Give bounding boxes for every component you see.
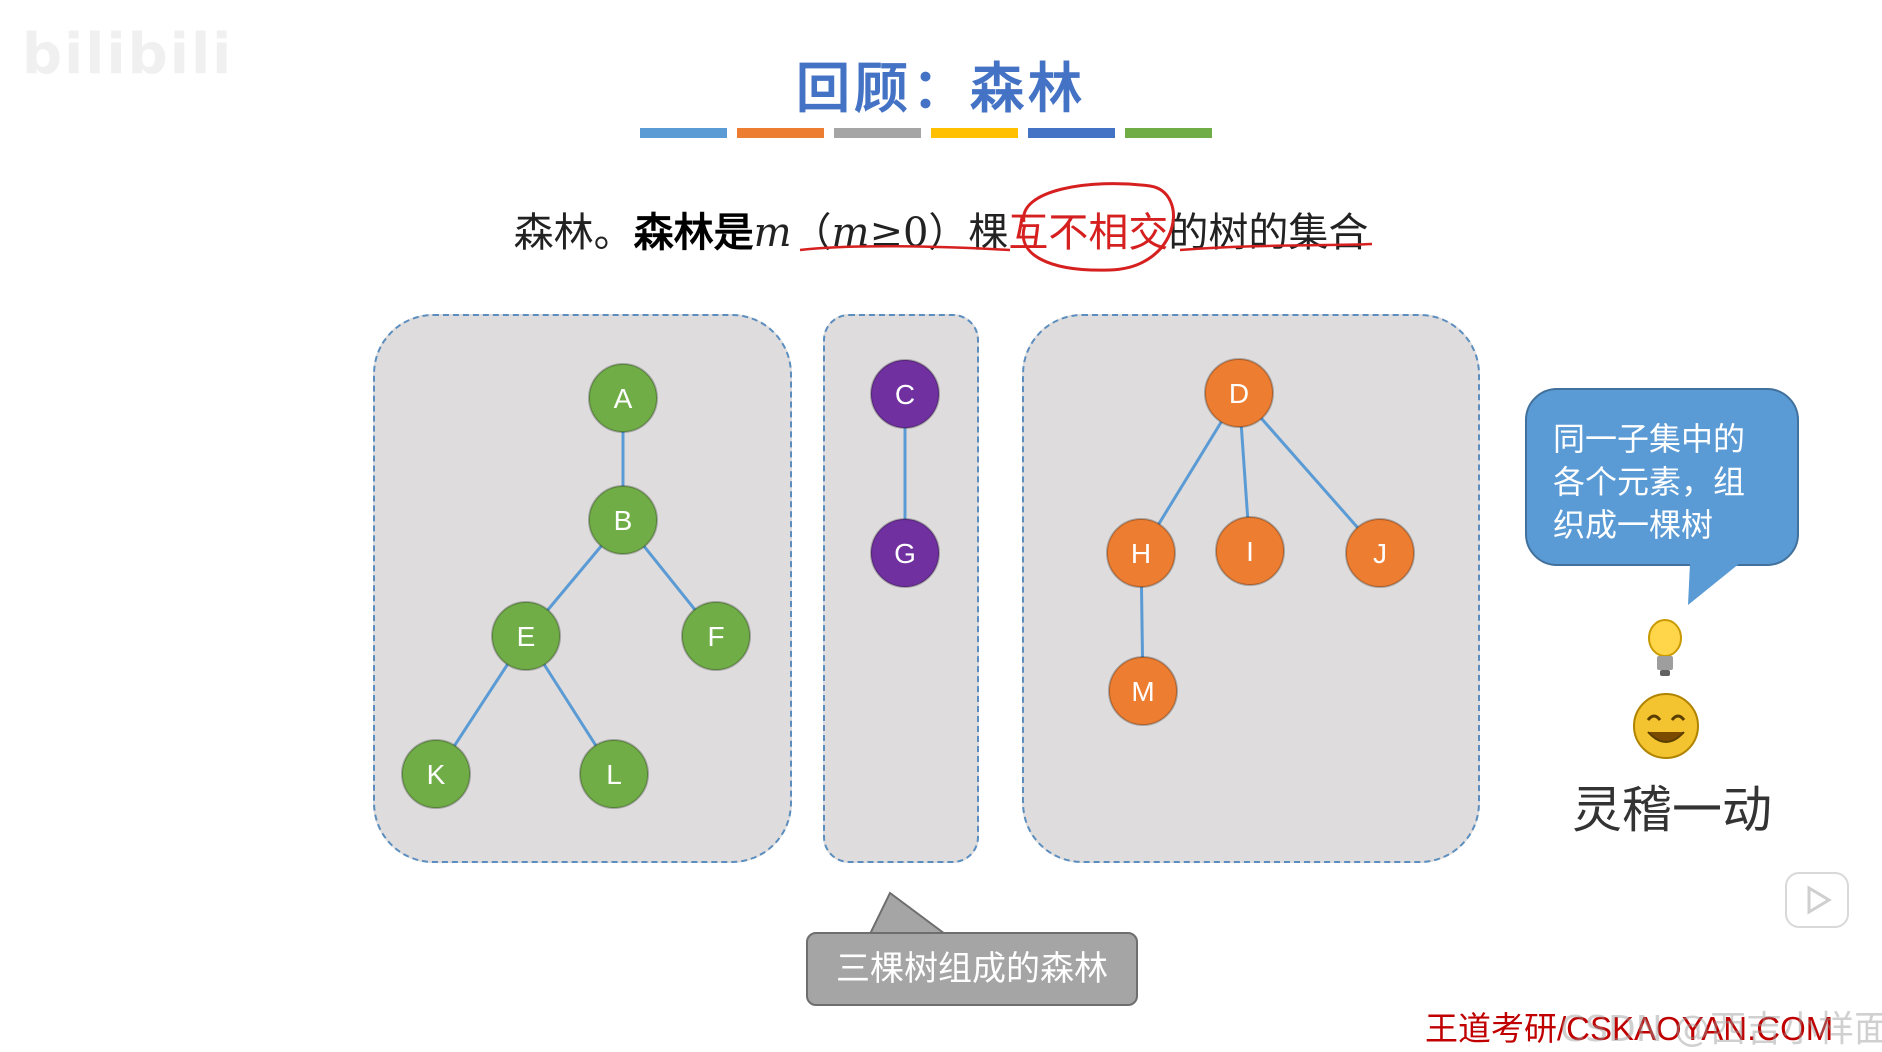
tree-node-e: E bbox=[491, 601, 561, 671]
tree-node-i: I bbox=[1215, 516, 1285, 586]
color-bar-yellow bbox=[931, 128, 1018, 138]
definition-term: 森林 bbox=[633, 209, 714, 256]
tree-node-b: B bbox=[588, 485, 658, 555]
tree-node-label-e: E bbox=[517, 621, 536, 652]
definition-lead: 森林。 bbox=[513, 210, 634, 256]
play-button[interactable] bbox=[1785, 872, 1849, 928]
tree-edge-d-j bbox=[1237, 392, 1382, 554]
tree-node-j: J bbox=[1345, 518, 1415, 588]
tree-node-f: F bbox=[681, 601, 751, 671]
tree-node-label-k: K bbox=[427, 759, 446, 790]
lightbulb-icon bbox=[1648, 619, 1682, 676]
tree-node-k: K bbox=[401, 739, 471, 809]
tree-node-label-c: C bbox=[895, 379, 915, 410]
callout-line-3: 织成一棵树 bbox=[1553, 506, 1714, 544]
tree-node-label-l: L bbox=[606, 759, 622, 790]
play-icon bbox=[1807, 885, 1832, 915]
slide-title: 回顾：森林 bbox=[796, 57, 1086, 120]
color-bar-darkblue bbox=[1028, 128, 1115, 138]
tree-node-label-j: J bbox=[1373, 538, 1387, 569]
tree-node-d: D bbox=[1204, 358, 1274, 428]
tree-node-label-f: F bbox=[707, 621, 724, 652]
definition-is: 是 bbox=[713, 209, 754, 256]
tree-node-label-h: H bbox=[1131, 538, 1151, 569]
tree-node-m: M bbox=[1108, 656, 1178, 726]
tree-node-label-b: B bbox=[614, 505, 633, 536]
csdn-watermark: CSDN @西吉小样面 bbox=[1560, 1009, 1882, 1050]
tree-node-label-m: M bbox=[1131, 676, 1154, 707]
emoji-caption: 灵稽一动 bbox=[1572, 781, 1772, 839]
tree-node-h: H bbox=[1106, 518, 1176, 588]
footer-brand: 王道考研/CSKAOYAN.COM bbox=[1425, 1010, 1834, 1047]
color-bar-green bbox=[1125, 128, 1212, 138]
tree-node-c: C bbox=[870, 359, 940, 429]
color-bar-orange bbox=[737, 128, 824, 138]
tree-node-g: G bbox=[870, 518, 940, 588]
color-bar-blue bbox=[640, 128, 727, 138]
tree-node-label-i: I bbox=[1246, 536, 1254, 567]
tree-node-label-a: A bbox=[614, 383, 633, 414]
callout-bubble: 同一子集中的 各个元素，组 织成一棵树 bbox=[1525, 388, 1799, 566]
forest-label-callout: 三棵树组成的森林 bbox=[806, 932, 1138, 1006]
callout-line-2: 各个元素，组 bbox=[1553, 463, 1746, 501]
tree-node-l: L bbox=[579, 739, 649, 809]
tree-node-label-d: D bbox=[1229, 378, 1249, 409]
callout-line-1: 同一子集中的 bbox=[1553, 420, 1746, 458]
color-bar-gray bbox=[834, 128, 921, 138]
definition-m: m bbox=[753, 210, 792, 256]
smiley-face-icon bbox=[1633, 693, 1699, 759]
bilibili-watermark: bilibili bbox=[22, 22, 234, 87]
tree-node-a: A bbox=[588, 363, 658, 433]
tree-node-label-g: G bbox=[894, 538, 916, 569]
